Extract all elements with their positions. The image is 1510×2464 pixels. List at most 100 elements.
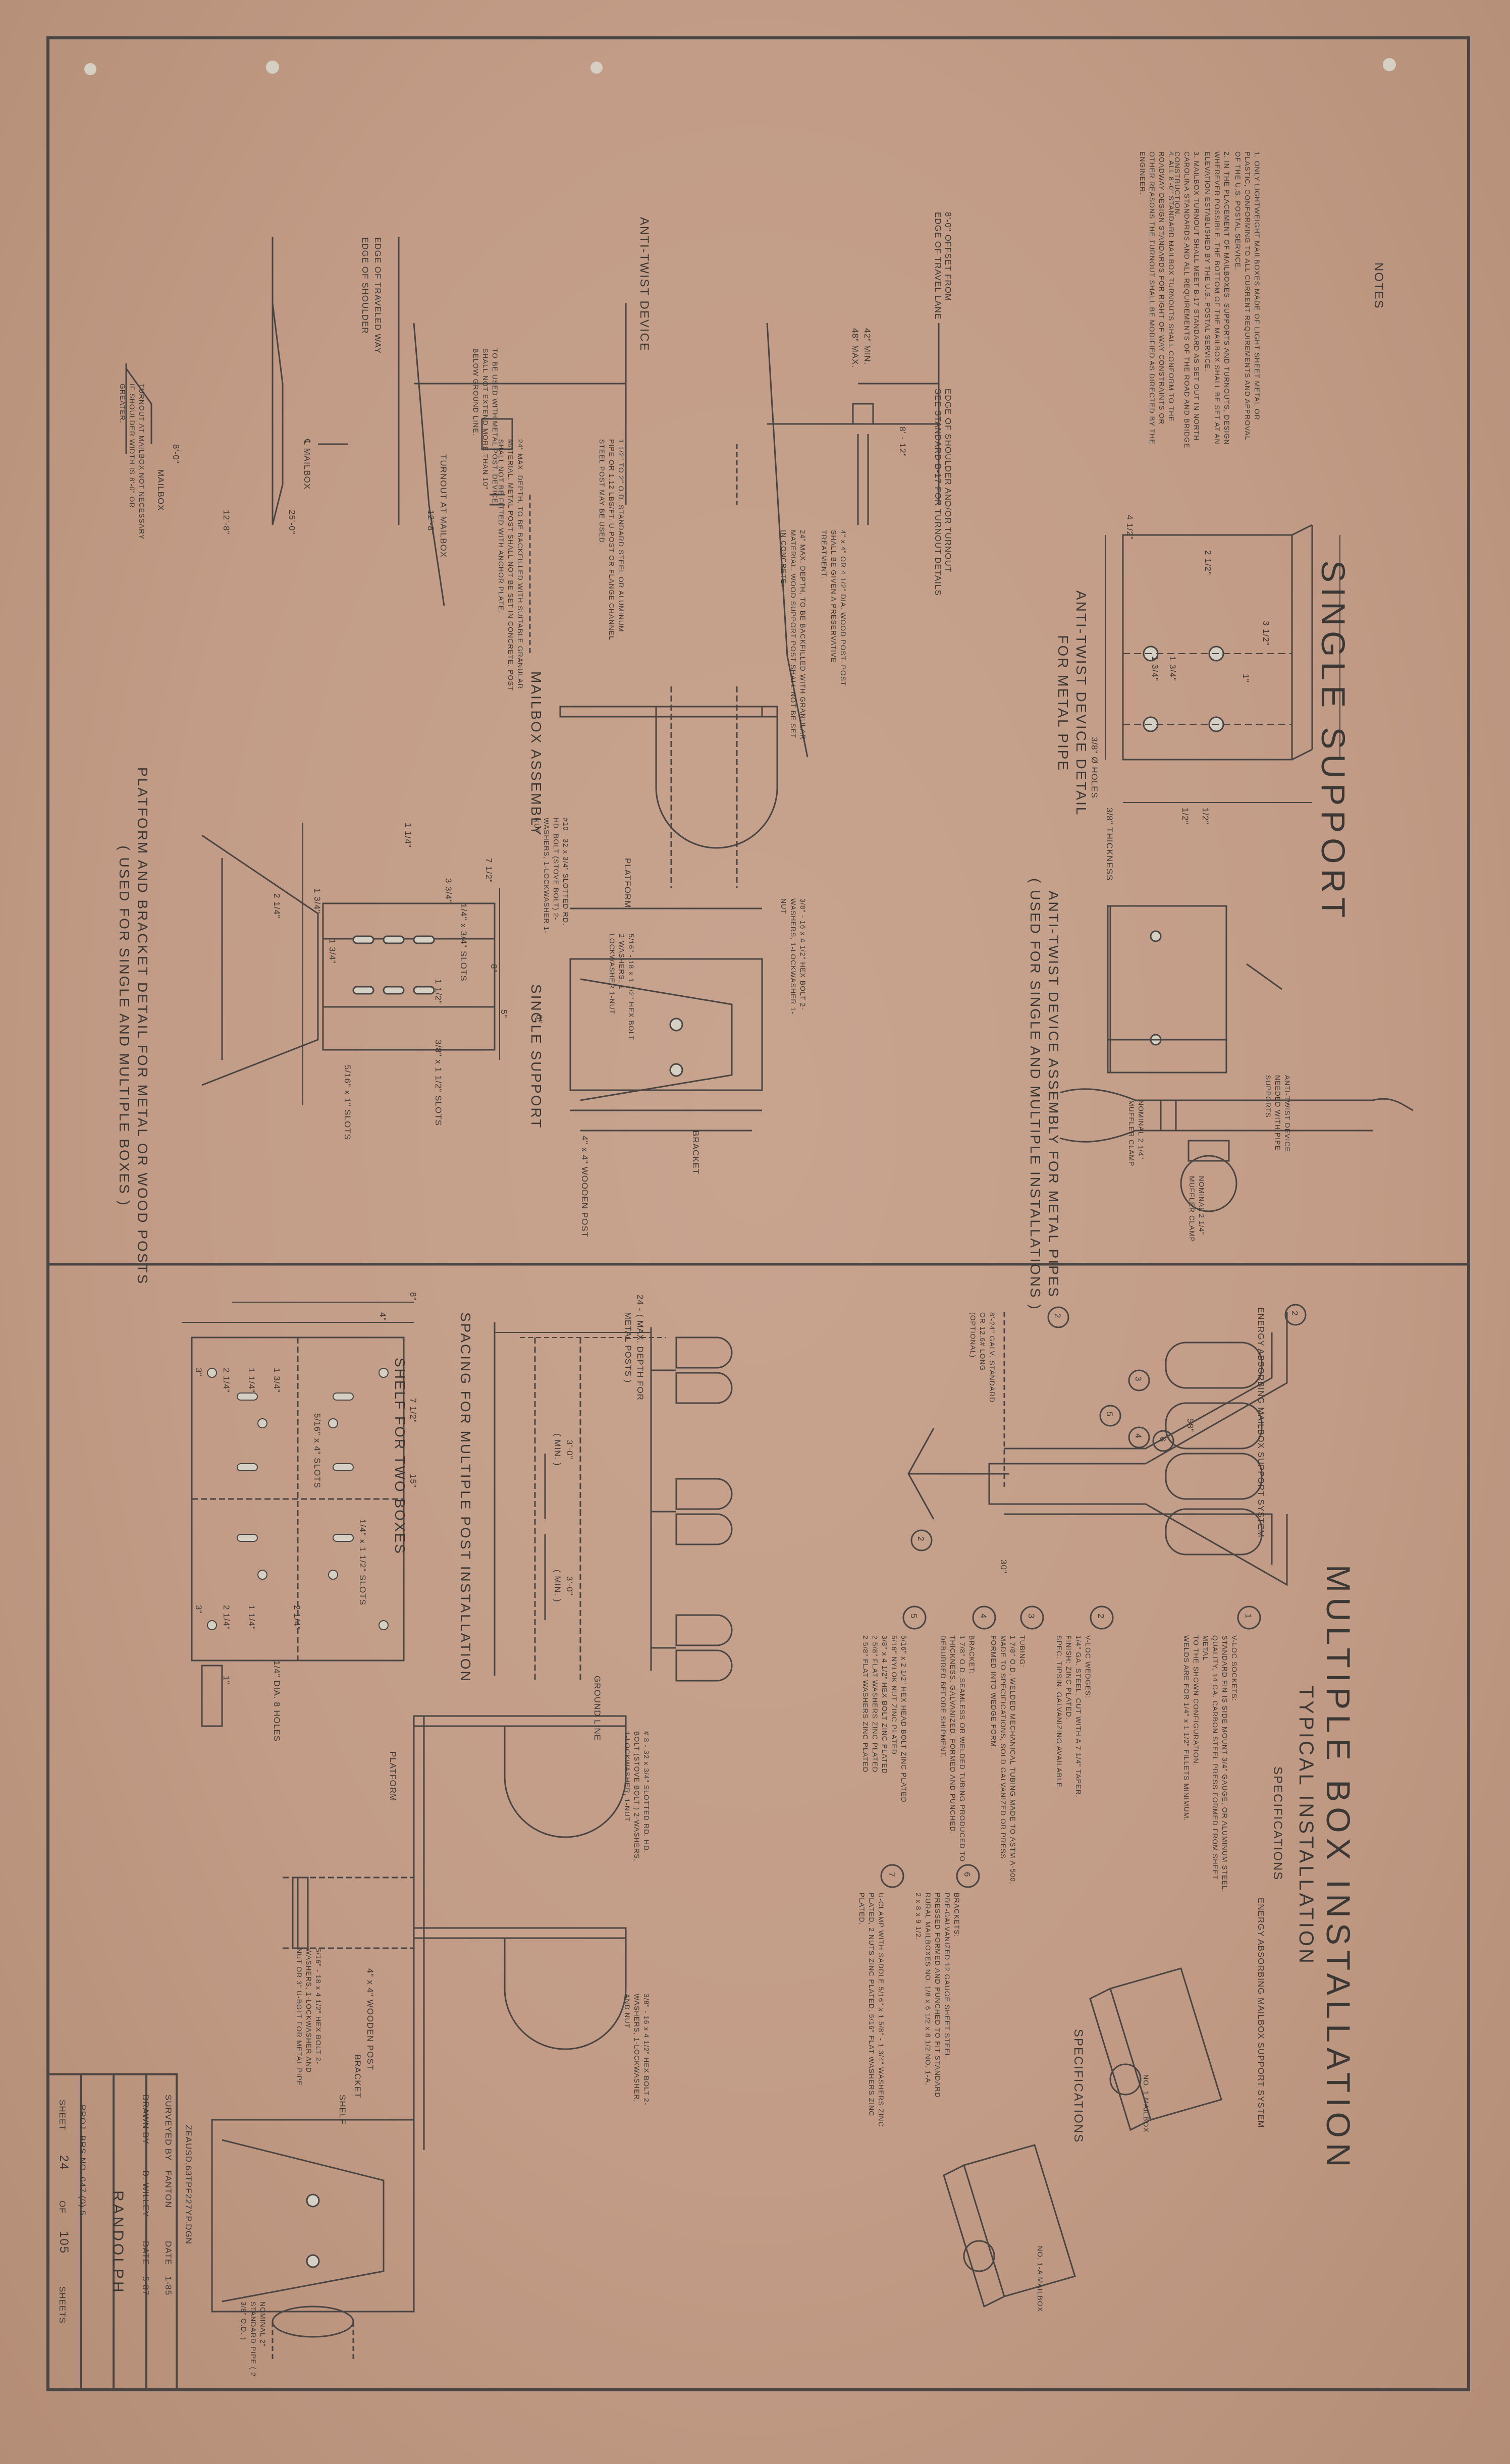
mb-dim-58: 58"	[1185, 1418, 1195, 1432]
tb-sheet-lbl: SHEET	[58, 2100, 67, 2131]
shelf-dim-11: 5/16" x 4" SLOTS	[312, 1413, 322, 1489]
shelf-dim-9: 3"	[194, 1605, 203, 1614]
specifications-heading-1: SPECIFICATIONS	[1271, 1766, 1284, 1881]
energy-label-1: ENERGY ABSORBING MAILBOX SUPPORT SYSTEM	[1256, 1307, 1266, 1538]
spacing-ground: GROUND LINE	[592, 1676, 602, 1741]
label-see-std: SEE STANDARD B-17 FOR TURNOUT DETAILS	[933, 389, 943, 596]
tb-date2: 5-87	[141, 2276, 150, 2296]
pb-dim-9: 1 3/4"	[312, 888, 322, 914]
spec-5-text: 5/16" x 2 1/2" HEX HEAD BOLT ZINC PLATED…	[861, 1635, 908, 1803]
spec-7-num: 7	[887, 1872, 896, 1878]
mp-label-shelf: SHELF	[338, 2095, 347, 2125]
balloon-4: 4	[1134, 1433, 1143, 1439]
spacing-depth: 24 - ( MAX. DEPTH FOR METAL POSTS )	[623, 1295, 645, 1401]
pb-dim-2: 1 1/2"	[434, 979, 443, 1004]
shelf-dim-0: 8"	[408, 1292, 418, 1301]
typical-installation-title: TYPICAL INSTALLATION	[1295, 1686, 1317, 1966]
shelf-dim-2: 7 1/2"	[408, 1398, 418, 1423]
ata-label-1: NOMINAL 2 1/4" MUFFLER CLAMP	[1188, 1176, 1206, 1243]
tb-sheets-lbl: SHEETS	[58, 2286, 67, 2324]
mp-label-platform: PLATFORM	[388, 1751, 398, 1802]
tb-date1-lbl: DATE	[164, 2241, 173, 2266]
ma-label-3: #10 - 32 x 3/4" SLOTTED RD. HD. BOLT (ST…	[533, 818, 570, 934]
tb-date2-lbl: DATE	[141, 2241, 150, 2266]
tb-county: RANDOLPH	[110, 2190, 126, 2295]
label-edge-travel-lane: EDGE OF TRAVEL LANE	[933, 212, 943, 320]
atd-dim-7: 1/2"	[1180, 808, 1190, 825]
platform-bracket-caption: PLATFORM AND BRACKET DETAIL FOR METAL OR…	[117, 767, 150, 1285]
tb-sheet: 24	[57, 2155, 71, 2171]
single-support-caption: SINGLE SUPPORT	[528, 984, 544, 1130]
punch-hole	[1383, 58, 1396, 71]
mp-label-6: 5/16" - 18 x 4 1/2" HEX BOLT 2-WASHERS, …	[295, 1948, 322, 2086]
label-anti-twist: ANTI-TWIST DEVICE	[637, 217, 651, 352]
pb-dim-12: 5"	[499, 1009, 509, 1019]
atd-dim-4: 1 3/4"	[1168, 656, 1177, 681]
pb-dim-1: 3 3/4"	[444, 878, 453, 903]
pb-dim-11: 1 1/4"	[403, 823, 413, 848]
tb-drawn: D. WILLEY	[141, 2170, 150, 2218]
label-pipe-depth: 24" MAX. DEPTH, TO BE BACKFILLED WITH SU…	[497, 439, 524, 691]
dim-12-8: 12'-8"	[426, 510, 436, 535]
tb-of-lbl: OF	[58, 2201, 67, 2214]
atd-dim-0: 3 1/2"	[1261, 621, 1271, 646]
shelf-dim-5: 2 1/4"	[222, 1368, 231, 1393]
atd-dim-6: 1/2"	[1201, 808, 1210, 825]
shelf-dim-1: 4"	[378, 1312, 388, 1321]
energy-label-2: ENERGY ABSORBING MAILBOX SUPPORT SYSTEM	[1256, 1898, 1266, 2128]
note-4: 4. ALL 8'-0" STANDARD MAILBOX TURNOUTS S…	[1139, 151, 1175, 445]
tb-drawn-lbl: DRAWN BY	[141, 2095, 150, 2145]
shelf-dim-3: 15"	[408, 1474, 418, 1488]
label-cl-mailbox: ℄ MAILBOX	[302, 439, 312, 490]
mp-label-7: NOMINAL 2" STANDARD PIPE ( 2 3/8" O.D. )	[240, 2301, 267, 2377]
specifications-heading-2: SPECIFICATIONS	[1071, 2029, 1085, 2144]
pb-dim-5: 6"	[534, 1014, 544, 1024]
balloon-5: 5	[1105, 1412, 1114, 1417]
tb-surveyed-lbl: SURVEYED BY	[164, 2095, 173, 2161]
spec-4-num: 4	[979, 1614, 988, 1619]
dim-8-12: 8' - 12"	[898, 426, 907, 457]
label-max-depth: 24" MAX. DEPTH, TO BE BACKFILLED WITH GR…	[780, 530, 807, 740]
note-1: 1. ONLY LIGHTWEIGHT MAILBOXES MADE OF LI…	[1234, 151, 1261, 441]
mp-label-wooden: 4" x 4" WOODEN POST	[365, 1968, 375, 2071]
ma-label-2: 3/8" - 16 x 4 1/2" HEX BOLT 2-WASHERS, 1…	[780, 898, 807, 1014]
note-2: 2. IN THE PLACEMENT OF MAILBOXES, SUPPOR…	[1204, 151, 1231, 445]
tb-date1: 1-85	[164, 2276, 173, 2296]
balloon-2a: 2	[1290, 1311, 1300, 1316]
tb-proj: PROJ. BRS NO. 047 (0) 5	[78, 2105, 87, 2216]
spacing-gap2: 3'-0" ( MIN. )	[553, 1570, 574, 1602]
punch-hole	[84, 63, 96, 75]
shelf-dim-13: 1/4" DIA. 8 HOLES	[272, 1660, 282, 1742]
shelf-dim-12: 1/4" x 1 1/2" SLOTS	[358, 1519, 367, 1605]
shelf-dim-15: 1"	[222, 1676, 231, 1685]
punch-hole	[590, 62, 603, 74]
shelf-caption: SHELF FOR TWO BOXES	[392, 1358, 408, 1555]
pb-dim-6: 1/4" x 3/4" SLOTS	[459, 903, 468, 982]
atd-dim-3: 4 1/2"	[1125, 515, 1135, 540]
dim-25-0: 25'-0"	[287, 510, 297, 535]
label-edge-traveled-way: EDGE OF TRAVELED WAY	[373, 237, 383, 354]
balloon-3: 3	[1134, 1376, 1143, 1382]
dim-8-0: 8'-0"	[171, 444, 181, 464]
spec-4-text: BRACKET: 1 7/8" O.D. SEAMLESS OR WELDED …	[939, 1635, 976, 1862]
ma-label-1: 5/16" - 18 x 1 1/2" HEX BOLT 2-WASHERS, …	[608, 934, 635, 1040]
label-edge-shoulder-plan: EDGE OF SHOULDER	[360, 237, 370, 334]
mb-dim-30: 30"	[999, 1560, 1008, 1574]
ma-label-platform: PLATFORM	[623, 858, 632, 908]
dim-12-8b: 12'-8"	[222, 510, 231, 535]
ata-label-0: ANTI-TWIST DEVICE NEEDED WITH PIPE SUPPO…	[1264, 1075, 1291, 1152]
label-metal-pipe: 1 1/2" TO 2" O.D. STANDARD STEEL OR ALUM…	[598, 439, 625, 640]
mailbox-no1a-label: NO. 1-A MAILBOX	[1036, 2246, 1044, 2312]
spec-6-text: BRACKETS: PRE-GALVANIZED 12 GAUGE SHEET …	[914, 1893, 961, 2098]
balloon-2c: 2	[916, 1536, 926, 1542]
mp-label-2: 3/8" - 16 x 4 1/2" HEX BOLT 2-WASHERS, 1…	[623, 1994, 651, 2106]
ata-label-2: NOMINAL 2 1/4" MUFFLER CLAMP	[1127, 1100, 1145, 1167]
spec-2-num: 2	[1096, 1614, 1106, 1619]
balloon-2b: 2	[1053, 1313, 1062, 1319]
spec-3-text: TUBING: 1 7/8" O.D. WELDED MECHANICAL TU…	[990, 1635, 1027, 1885]
shelf-dim-7: 1 3/4"	[272, 1368, 282, 1393]
spec-6-num: 6	[962, 1872, 972, 1878]
anti-twist-detail-caption: ANTI-TWIST DEVICE DETAIL FOR METAL PIPE	[1055, 591, 1089, 817]
